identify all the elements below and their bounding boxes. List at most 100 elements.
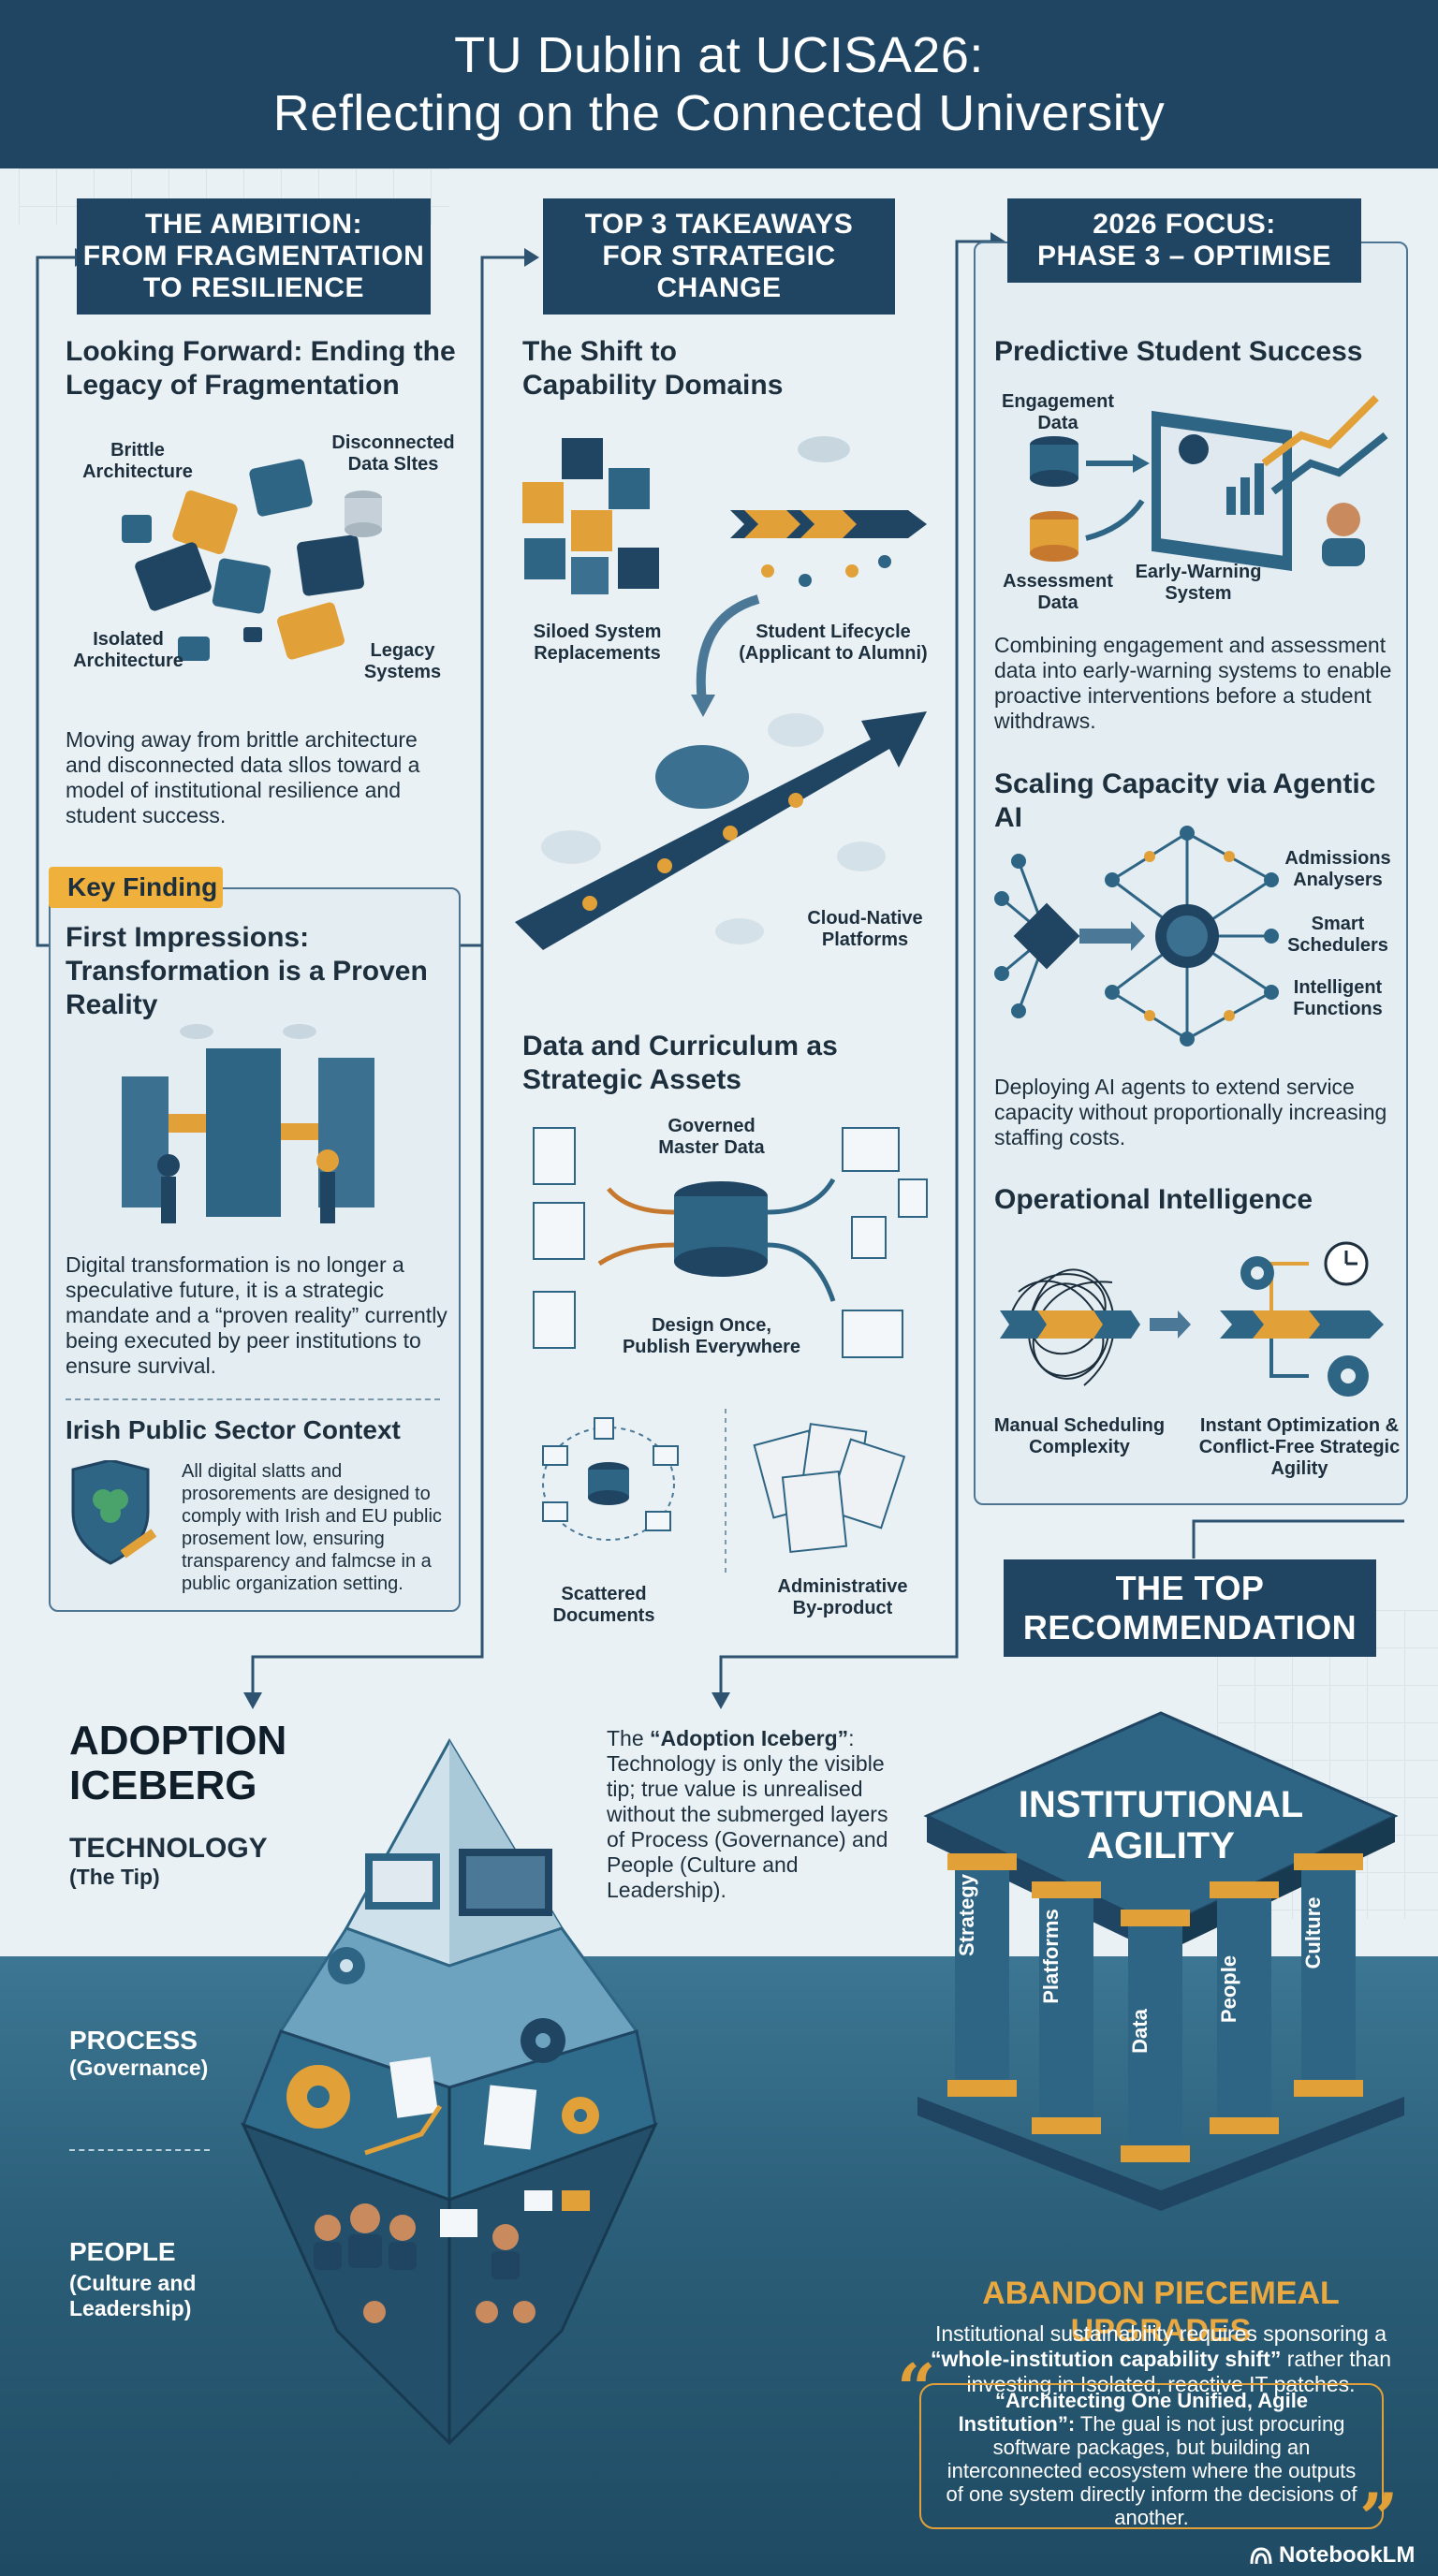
abandon-heading: ABANDON PIECEMEAL UPGRADES — [982, 2276, 1340, 2349]
scattered-label: Scattered Documents — [552, 1584, 655, 1626]
cloud-label: Cloud-Native Platforms — [807, 908, 923, 950]
admin-byproduct-label: Administrative By-product — [777, 1576, 908, 1618]
takeaways-label-line: FOR STRATEGIC — [602, 241, 836, 271]
siloed-label: Siloed System Replacements — [533, 622, 662, 664]
pillar-data: Data — [1128, 2009, 1152, 2054]
gear-icon — [286, 2065, 350, 2129]
roof-title-line: AGILITY — [1087, 1825, 1235, 1866]
admissions-label: Admissions Analysers — [1284, 848, 1391, 890]
page-header: TU Dublin at UCISA26: Reflecting on the … — [0, 0, 1438, 168]
isolated-label: Isolated Architecture — [73, 629, 183, 671]
agility-roof-title: INSTITUTIONAL AGILITY — [992, 1784, 1329, 1866]
ambition-label-line: TO RESILIENCE — [143, 272, 364, 303]
irish-heading: Irish Public Sector Context — [66, 1415, 401, 1444]
scattered-documents-icon — [542, 1417, 679, 1541]
pillar-culture: Culture — [1301, 1896, 1325, 1969]
documents-illustration — [542, 1409, 906, 1573]
agentic-ai-heading: Scaling Capacity via Agentic AI — [994, 768, 1376, 833]
roof-title-line: INSTITUTIONAL — [1018, 1784, 1304, 1825]
design-once-label: Design Once, Publish Everywhere — [622, 1315, 801, 1357]
tangled-lines-icon — [1008, 1268, 1115, 1386]
gear-icon — [1328, 1355, 1369, 1397]
database-icon — [1030, 511, 1078, 562]
smart-schedulers-label: Smart Schedulers — [1287, 914, 1388, 956]
recommendation-label: THE TOP RECOMMENDATION — [1004, 1559, 1376, 1657]
tech-layer-label: TECHNOLOGY — [69, 1833, 268, 1864]
data-curriculum-heading: Data and Curriculum as Strategic Assets — [522, 1031, 838, 1095]
database-icon — [674, 1181, 768, 1277]
takeaways-label-line: TOP 3 TAKEAWAYS — [584, 209, 854, 240]
engagement-label: Engagement Data — [1001, 391, 1115, 433]
process-layer-label: PROCESS — [69, 2026, 198, 2055]
ambition-label: THE AMBITION: FROM FRAGMENTATION TO RESI… — [77, 198, 431, 315]
puzzle-icon — [122, 459, 382, 661]
manual-scheduling-label: Manual Scheduling Complexity — [993, 1415, 1166, 1457]
paper-pile-icon — [753, 1423, 906, 1554]
notebooklm-brand: NotebookLM — [1249, 2542, 1415, 2569]
ambition-label-line: FROM FRAGMENTATION — [82, 241, 425, 271]
people-group-icon — [315, 2203, 536, 2323]
notebooklm-logo-icon — [1250, 2547, 1272, 2565]
quote-text: “Architecting One Unified, Agile Institu… — [936, 2389, 1367, 2529]
lifecycle-label: Student Lifecycle (Applicant to Alumni) — [739, 622, 928, 664]
predictive-body: Combining engagement and assessment data… — [994, 633, 1392, 733]
buildings-icon — [122, 1024, 374, 1223]
key-finding-body: Digital transformation is no longer a sp… — [66, 1252, 448, 1378]
iceberg-illustration — [241, 1737, 658, 2446]
focus-label: 2026 FOCUS: PHASE 3 – OPTIMISE — [1007, 198, 1361, 283]
cubes-icon — [522, 438, 659, 594]
fragmentation-heading: Looking Forward: Ending the Legacy of Fr… — [66, 336, 456, 401]
pillar-people: People — [1217, 1954, 1240, 2024]
brittle-label: Brittle Architecture — [82, 440, 193, 482]
gear-icon — [521, 2018, 565, 2063]
key-finding-tag: Key Finding — [49, 867, 223, 908]
early-warning-illustration — [1030, 395, 1388, 571]
agentic-ai-body: Deploying AI agents to extend service ca… — [994, 1075, 1387, 1149]
desktop-icon — [459, 1849, 552, 1916]
master-data-illustration — [533, 1127, 928, 1358]
city-buildings-illustration — [122, 1024, 374, 1223]
ai-agents-network-illustration — [994, 826, 1279, 1046]
capability-heading: The Shift to Capability Domains — [522, 336, 784, 401]
assessment-label: Assessment Data — [1003, 571, 1113, 613]
iceberg-desc-pre: The — [607, 1726, 651, 1750]
master-data-label: Governed Master Data — [658, 1116, 765, 1158]
tech-layer-sub: (The Tip) — [69, 1865, 160, 1889]
quote-box — [919, 2383, 1384, 2529]
divider — [69, 2149, 210, 2151]
focus-label-line: PHASE 3 – OPTIMISE — [1036, 241, 1332, 271]
water-background — [0, 1956, 1438, 2576]
agility-temple-illustration — [917, 1711, 1404, 2211]
iceberg-title-line: ADOPTION — [69, 1718, 287, 1764]
sustain-bold: “whole-institution capability shift” — [930, 2347, 1282, 2371]
ambition-body: Moving away from brittle architecture an… — [66, 727, 420, 827]
gear-icon — [328, 1947, 365, 1984]
predictive-heading: Predictive Student Success — [994, 336, 1363, 367]
people-sub-line: Leadership) — [69, 2296, 192, 2320]
brain-chip-icon — [1155, 904, 1219, 968]
iceberg-desc-post: : Technology is only the visible tip; tr… — [607, 1726, 888, 1902]
lifecycle-arrow-icon — [730, 436, 927, 587]
code-monitor-icon — [365, 1853, 440, 1910]
irish-body: All digital slatts and prosorements are … — [182, 1461, 442, 1594]
ambition-label-line: THE AMBITION: — [144, 209, 363, 240]
people-layer-sub: (Culture and Leadership) — [69, 2271, 196, 2321]
key-finding-heading: First Impressions: Transformation is a P… — [66, 922, 428, 1020]
operational-heading: Operational Intelligence — [994, 1184, 1313, 1215]
iceberg-title: ADOPTION ICEBERG — [69, 1719, 286, 1808]
close-quote-icon: ” — [1359, 2478, 1399, 2557]
dashboard-monitor-icon — [1152, 410, 1292, 571]
takeaways-label: TOP 3 TAKEAWAYS FOR STRATEGIC CHANGE — [543, 198, 895, 315]
operational-intelligence-illustration — [1000, 1241, 1384, 1397]
process-layer-sub: (Governance) — [69, 2056, 209, 2080]
gear-icon — [562, 2097, 599, 2134]
takeaways-label-line: CHANGE — [656, 272, 782, 303]
focus-label-line: 2026 FOCUS: — [1093, 209, 1276, 240]
disconnected-label: Disconnected Data Sltes — [331, 432, 455, 475]
quote-body: The gual is not just procuring software … — [946, 2412, 1357, 2529]
iceberg-description: The “Adoption Iceberg”: Technology is on… — [607, 1726, 906, 1903]
iceberg-desc-bold: “Adoption Iceberg” — [650, 1726, 849, 1750]
iceberg-title-line: ICEBERG — [69, 1763, 257, 1808]
puzzle-pieces-illustration — [122, 459, 382, 661]
gear-icon — [1240, 1256, 1274, 1290]
